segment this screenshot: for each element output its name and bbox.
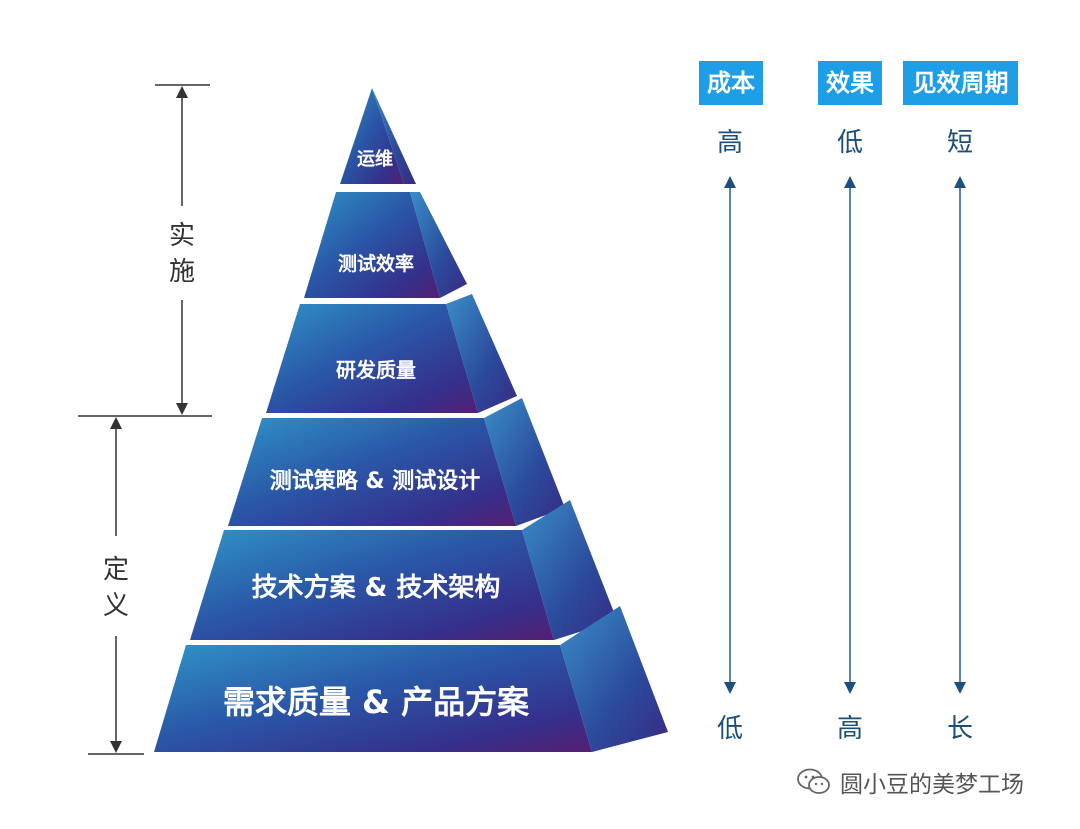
cycle-header-badge: 见效周期 [903, 61, 1018, 105]
lower-arrow-up [110, 417, 122, 429]
pyramid-level-2-face [304, 192, 440, 298]
left-axis [78, 84, 212, 755]
wechat-icon [796, 767, 832, 797]
pyramid-level-1-side [372, 88, 416, 184]
pyramid-level-5-side [522, 500, 617, 640]
pyramid-level-4-face [228, 418, 516, 526]
pyramid-level-1-face [340, 88, 404, 184]
cycle-axis-bottom-label: 长 [946, 714, 973, 744]
effect-header-badge: 效果 [818, 61, 882, 105]
lower-axis-label-char-2: 义 [103, 591, 129, 621]
cycle-axis-arrow-up [954, 176, 966, 188]
pyramid-level-3-side [446, 294, 517, 413]
cost-axis-top-label: 高 [716, 128, 743, 158]
cost-axis-bottom-label: 低 [716, 714, 743, 744]
cost-axis-arrow-up [724, 176, 736, 188]
upper-arrow-down [176, 403, 188, 415]
lower-arrow-down [110, 741, 122, 753]
upper-axis-label-char-2: 施 [169, 257, 195, 287]
left-axis-arrowheads [110, 86, 188, 753]
effect-axis-arrow-down [844, 682, 856, 694]
effect-axis-arrow-up [844, 176, 856, 188]
pyramid-level-5-face [190, 530, 554, 640]
cost-axis-arrow-down [724, 682, 736, 694]
pyramid-level-4: 测试策略 & 测试设计 [228, 398, 565, 526]
cycle-axis-arrow-down [954, 682, 966, 694]
pyramid: 运维 测试效率 研发质量 测试策略 & 测试设计 技术方案 & 技术架构 [154, 88, 668, 752]
pyramid-level-6-label: 需求质量 & 产品方案 [223, 683, 530, 721]
right-axes-lines [729, 188, 961, 682]
lower-axis-label-char-1: 定 [103, 555, 129, 585]
watermark: 圆小豆的美梦工场 [796, 762, 1024, 802]
cost-header-badge: 成本 [699, 61, 763, 105]
pyramid-level-2: 测试效率 [304, 192, 467, 298]
watermark-text: 圆小豆的美梦工场 [840, 772, 1024, 798]
pyramid-level-1: 运维 [340, 88, 416, 184]
pyramid-level-6-side [560, 606, 668, 752]
pyramid-level-6-face [154, 645, 592, 752]
pyramid-level-3-label: 研发质量 [336, 358, 416, 382]
pyramid-level-6: 需求质量 & 产品方案 [154, 606, 668, 752]
upper-axis-label-char-1: 实 [169, 221, 195, 251]
pyramid-level-4-side [484, 398, 565, 526]
pyramid-level-3: 研发质量 [266, 294, 517, 413]
pyramid-level-5-label: 技术方案 & 技术架构 [252, 572, 501, 603]
pyramid-level-3-face [266, 304, 478, 413]
cycle-axis-top-label: 短 [946, 128, 973, 158]
right-axes-arrowheads [724, 176, 966, 694]
effect-axis-bottom-label: 高 [836, 714, 863, 744]
upper-arrow-up [176, 86, 188, 98]
pyramid-level-5: 技术方案 & 技术架构 [190, 500, 617, 640]
pyramid-level-4-label: 测试策略 & 测试设计 [270, 468, 481, 494]
pyramid-level-1-label: 运维 [357, 148, 393, 170]
pyramid-level-2-label: 测试效率 [338, 252, 414, 275]
pyramid-level-2-side [410, 192, 467, 298]
effect-axis-top-label: 低 [836, 128, 863, 158]
